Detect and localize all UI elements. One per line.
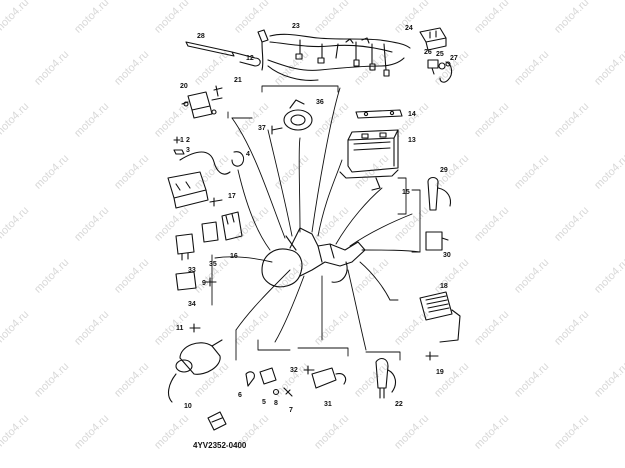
part-34-flasher [175, 271, 197, 291]
part-12-connector [257, 29, 269, 71]
part-36-horn [283, 99, 313, 131]
part-label-21: 21 [234, 77, 242, 84]
part-label-2: 2 [186, 137, 190, 144]
leader-lines [214, 87, 421, 351]
part-27-fuse-holder [439, 61, 453, 83]
group-brackets [211, 85, 421, 361]
part-label-4: 4 [246, 151, 250, 158]
part-label-36: 36 [316, 99, 324, 106]
part-ignitor-box [167, 171, 209, 209]
part-2-screw [173, 136, 181, 144]
part-label-9: 9 [202, 280, 206, 287]
part-16-regulator [221, 211, 243, 241]
part-24-relay [419, 27, 447, 51]
part-15-battery-strap [339, 169, 399, 191]
part-5-switch [259, 367, 277, 385]
part-label-13: 13 [408, 137, 416, 144]
part-29-plug-cap [427, 176, 452, 211]
frame-outline [261, 227, 366, 288]
part-label-17: 17 [228, 193, 236, 200]
part-label-3: 3 [186, 147, 190, 154]
part-label-19: 19 [436, 369, 444, 376]
part-25-grommet [438, 62, 446, 70]
part-label-7: 7 [289, 407, 293, 414]
part-32-screw [303, 365, 315, 375]
part-label-33: 33 [188, 267, 196, 274]
reference-arrow-icon [207, 411, 227, 431]
part-31-switch [311, 367, 347, 389]
part-35-relay [201, 221, 219, 243]
part-26-connector [427, 59, 439, 75]
part-label-26: 26 [424, 49, 432, 56]
part-11-screw [189, 323, 201, 333]
part-20-starter-relay [181, 91, 223, 119]
part-label-15: 15 [402, 189, 410, 196]
part-label-6: 6 [238, 392, 242, 399]
part-8-washer [272, 388, 280, 396]
part-label-25: 25 [436, 51, 444, 58]
part-label-8: 8 [274, 400, 278, 407]
part-label-37: 37 [258, 125, 266, 132]
part-17-screw [209, 197, 223, 207]
part-label-10: 10 [184, 403, 192, 410]
part-label-23: 23 [292, 23, 300, 30]
part-14-battery-band [355, 109, 403, 119]
part-37-bolt [271, 125, 283, 135]
part-label-20: 20 [180, 83, 188, 90]
part-label-27: 27 [450, 55, 458, 62]
part-label-1: 1 [180, 137, 184, 144]
part-label-30: 30 [443, 252, 451, 259]
part-21-fuse [213, 85, 223, 97]
part-label-24: 24 [405, 25, 413, 32]
part-label-28: 28 [197, 33, 205, 40]
part-7-screw [283, 387, 293, 397]
part-label-32: 32 [290, 367, 298, 374]
part-label-22: 22 [395, 401, 403, 408]
part-13-battery [347, 129, 399, 173]
part-22-switch-assembly [375, 357, 397, 399]
part-10-ignition-coil [167, 339, 223, 403]
part-label-14: 14 [408, 111, 416, 118]
part-label-11: 11 [176, 325, 184, 332]
part-label-12: 12 [246, 55, 254, 62]
part-label-34: 34 [188, 301, 196, 308]
part-label-16: 16 [230, 253, 238, 260]
part-4-connector [179, 151, 245, 175]
part-33-relay [175, 233, 195, 261]
part-label-31: 31 [324, 401, 332, 408]
part-28-clip-band [185, 41, 261, 67]
part-30-connector [425, 231, 449, 251]
part-label-29: 29 [440, 167, 448, 174]
part-label-5: 5 [262, 399, 266, 406]
part-9-bolt [205, 277, 217, 287]
diagram-code: 4YV2352-0400 [193, 441, 247, 450]
part-label-35: 35 [209, 261, 217, 268]
part-19-screw [425, 351, 439, 361]
part-3-clip [173, 149, 185, 155]
part-6-sensor [245, 371, 255, 387]
part-23-wire-harness [267, 33, 411, 81]
part-label-18: 18 [440, 283, 448, 290]
part-18-rectifier [419, 291, 461, 343]
